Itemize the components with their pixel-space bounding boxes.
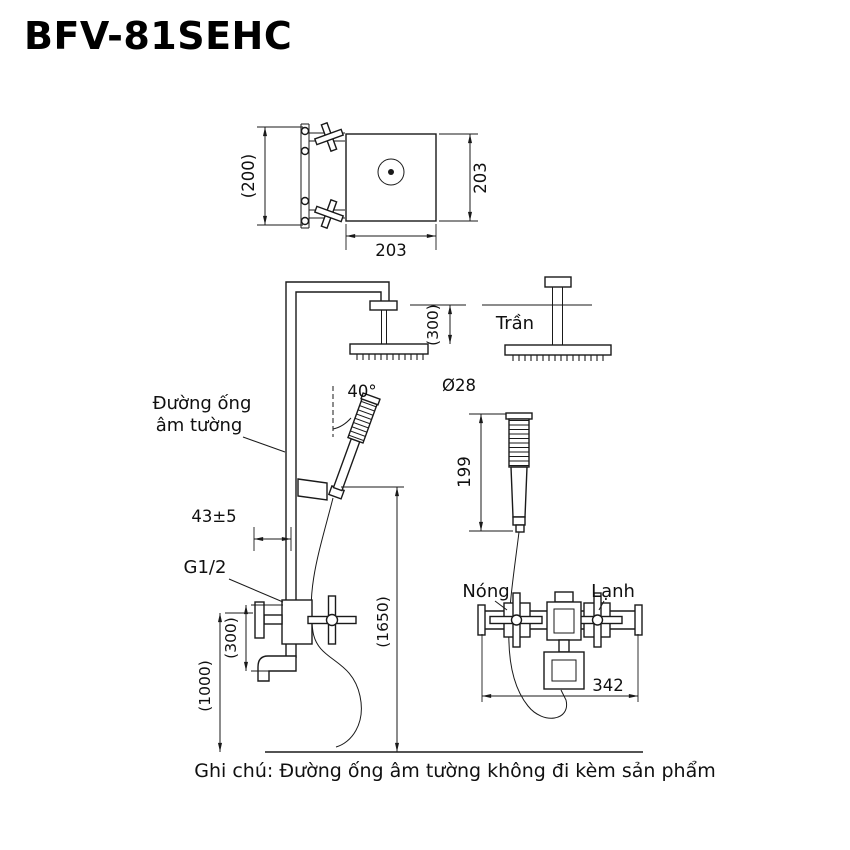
dim-300-top-text: (300) — [424, 304, 442, 346]
front-view-shower-column: Nóng Lạnh Trần — [462, 276, 643, 719]
tub-spout-side — [257, 655, 297, 682]
dim-diameter-text: Ø28 — [442, 376, 476, 395]
valve-handle-top — [313, 121, 345, 153]
dim-ceiling-to-head: (300) — [410, 304, 466, 346]
valve-cross-handle-side — [307, 595, 357, 645]
rain-shower-head-side — [349, 343, 429, 355]
dim-300-mid-text: (300) — [222, 617, 240, 659]
valve-handle-profile — [254, 601, 265, 639]
dim-mount-height-ref: (200) — [239, 126, 303, 226]
product-code-title: BFV-81SEHC — [24, 14, 293, 58]
dim-bar-width: 342 — [481, 634, 639, 702]
dim-plate-width: 203 — [345, 224, 437, 260]
footnote: Ghi chú: Đường ống âm tường không đi kèm… — [194, 760, 715, 782]
dim-203-h-text: 203 — [375, 241, 407, 260]
bolt-hole — [300, 196, 310, 206]
shower-bar-assembly — [477, 591, 643, 690]
dim-pipe-offset: 43±5 — [191, 507, 292, 551]
dim-hand-shower-length: 199 — [455, 413, 513, 532]
dim-total-height: (1650) — [341, 486, 404, 752]
shower-hose-side — [310, 497, 362, 748]
concealed-pipe-label-1: Đường ống — [153, 393, 252, 414]
hand-shower-side — [327, 392, 381, 500]
ceiling-label: Trần — [495, 313, 534, 334]
rain-shower-head-front — [504, 344, 612, 356]
diverter-front — [543, 591, 585, 690]
hand-shower-bracket — [297, 478, 328, 501]
dim-spray-angle: 40° — [332, 382, 377, 437]
bolt-hole — [300, 216, 310, 226]
dim-valve-height: (1000) — [196, 612, 253, 752]
dim-200-text: (200) — [239, 154, 258, 198]
dim-342-text: 342 — [592, 676, 624, 695]
dim-plate-height: 203 — [439, 133, 490, 222]
top-view-concealed-valve — [300, 121, 437, 230]
dim-valve-spacing: (300) — [222, 604, 283, 672]
hand-shower-front — [505, 412, 533, 533]
thread-callout: G1/2 — [184, 557, 284, 603]
bolt-hole — [300, 146, 310, 156]
cold-handle — [569, 592, 623, 648]
side-view-shower-column — [254, 281, 429, 748]
dim-199-text: 199 — [455, 456, 474, 488]
concealed-pipe-label-2: âm tường — [156, 415, 243, 436]
dim-43-text: 43±5 — [191, 507, 236, 526]
diverter-knob — [377, 158, 405, 186]
concealed-pipe-callout: Đường ống âm tường — [153, 393, 286, 453]
hot-handle — [489, 592, 543, 648]
dim-1000-text: (1000) — [196, 660, 214, 712]
hot-label: Nóng — [462, 581, 509, 602]
ceiling-flange — [544, 276, 572, 288]
shower-arm-flange — [369, 300, 398, 311]
dim-1650-text: (1650) — [374, 596, 392, 648]
thread-size-label: G1/2 — [184, 557, 227, 578]
valve-handle-bottom — [313, 198, 345, 230]
bolt-hole — [300, 126, 310, 136]
dim-40-text: 40° — [347, 382, 376, 401]
dim-203-v-text: 203 — [471, 162, 490, 194]
cold-label: Lạnh — [591, 581, 635, 602]
wall-plate — [345, 133, 437, 222]
